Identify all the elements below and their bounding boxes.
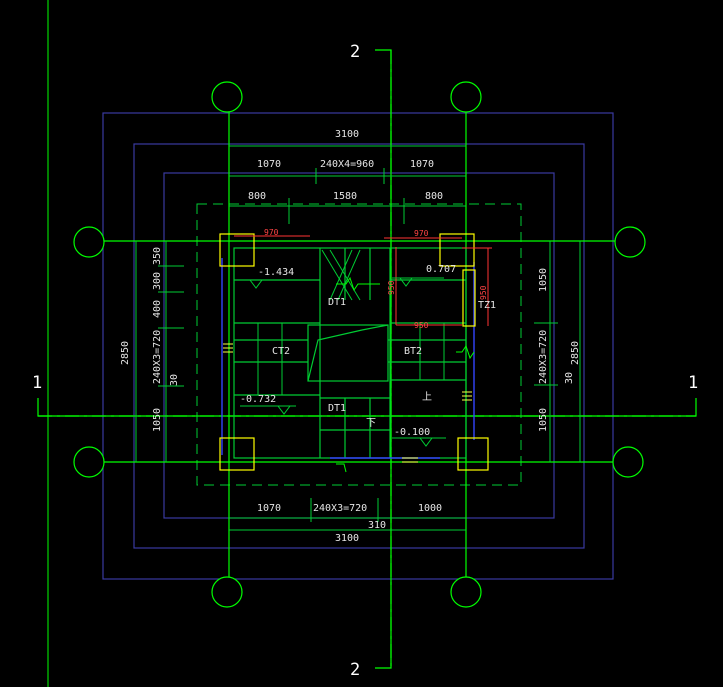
right-dimension-lines [534, 241, 581, 462]
dim-left-c: 30 [169, 374, 180, 386]
red-dimensions [234, 235, 492, 326]
stair-bt2-label: BT2 [404, 346, 422, 357]
axis-bubbles [73, 81, 646, 608]
dim-top-right: 1070 [410, 159, 434, 170]
dim-right-steps: 240X3=720 [538, 330, 549, 384]
axis-bubble-left-top [73, 226, 105, 258]
stair-flights [257, 249, 445, 395]
dim-right-top: 1050 [538, 268, 549, 292]
column-bottom-left [219, 437, 255, 471]
blue-wall-lines [221, 258, 475, 459]
axis-bubble-right-top [614, 226, 646, 258]
section-line-2 [375, 49, 392, 669]
axis-bubble-right-bottom [612, 446, 644, 478]
dim-left-a: 300 [152, 272, 163, 290]
stair-walls [233, 247, 467, 459]
dim-top-overall: 3100 [335, 129, 359, 140]
dim-left-overall: 2850 [120, 341, 131, 365]
dim-bottom-small: 310 [368, 520, 386, 531]
up-arrow-label: 上 [422, 391, 432, 403]
axis-label-2-top: 2 [350, 42, 360, 62]
dim-top-mid: 240X4=960 [320, 159, 374, 170]
section-line-1 [37, 398, 697, 417]
axis-bubble-bottom-right [450, 576, 482, 608]
dim-right-overall: 2850 [570, 341, 581, 365]
beam-dt1-top-label: DT1 [328, 297, 346, 308]
beam-dt1-bottom-label: DT1 [328, 403, 346, 414]
level-markers [240, 277, 446, 447]
outline-rectangles [102, 112, 614, 580]
dim-inner-mid: 1580 [333, 191, 357, 202]
dim-red-right-v: 950 [479, 285, 488, 300]
dim-bottom-left: 1070 [257, 503, 281, 514]
axis-bubble-top-right [450, 81, 482, 113]
dim-top-left: 1070 [257, 159, 281, 170]
axis-label-2-bottom: 2 [350, 660, 360, 680]
axis-bubble-left-bottom [73, 446, 105, 478]
top-dimension-lines [229, 145, 466, 224]
stair-ct2-label: CT2 [272, 346, 290, 357]
column-top-left [219, 233, 255, 267]
outline-middle [133, 143, 585, 549]
dim-red-mid-v: 950 [387, 280, 396, 295]
columns [219, 233, 489, 471]
axis-bubble-top-left [211, 81, 243, 113]
dim-inner-left: 800 [248, 191, 266, 202]
outline-outer [102, 112, 614, 580]
dim-bottom-right: 1000 [418, 503, 442, 514]
column-bottom-right [457, 437, 489, 471]
dim-left-b: 400 [152, 300, 163, 318]
column-tz1 [462, 269, 476, 327]
dim-inner-right: 800 [425, 191, 443, 202]
down-arrow-label: 下 [366, 418, 376, 429]
dim-bottom-overall: 3100 [335, 533, 359, 544]
dim-left-steps: 240X3=720 [152, 330, 163, 384]
level-a-label: -1.434 [258, 267, 294, 278]
dim-right-bottom: 1050 [538, 408, 549, 432]
dim-red-top-left: 970 [264, 228, 279, 237]
level-c-label: -0.732 [240, 394, 276, 405]
break-marks [336, 276, 475, 473]
dim-red-top-right: 970 [414, 229, 429, 238]
column-tz1-label: TZ1 [478, 300, 496, 311]
bottom-dimension-lines [229, 498, 466, 531]
column-top-right [439, 233, 475, 267]
dim-left-top: 350 [152, 247, 163, 265]
dim-right-c: 30 [564, 372, 575, 384]
axis-label-1-right: 1 [688, 373, 698, 393]
axis-bubble-bottom-left [211, 576, 243, 608]
level-b-label: 0.707 [426, 264, 456, 275]
dim-bottom-mid: 240X3=720 [313, 503, 367, 514]
axis-label-1-left: 1 [32, 373, 42, 393]
dashed-boundary [196, 203, 522, 486]
dim-left-bottom: 1050 [152, 408, 163, 432]
yellow-notes [223, 343, 472, 463]
level-d-label: -0.100 [394, 427, 430, 438]
dim-red-bottom-right: 950 [414, 321, 429, 330]
left-dimension-lines [135, 241, 184, 462]
